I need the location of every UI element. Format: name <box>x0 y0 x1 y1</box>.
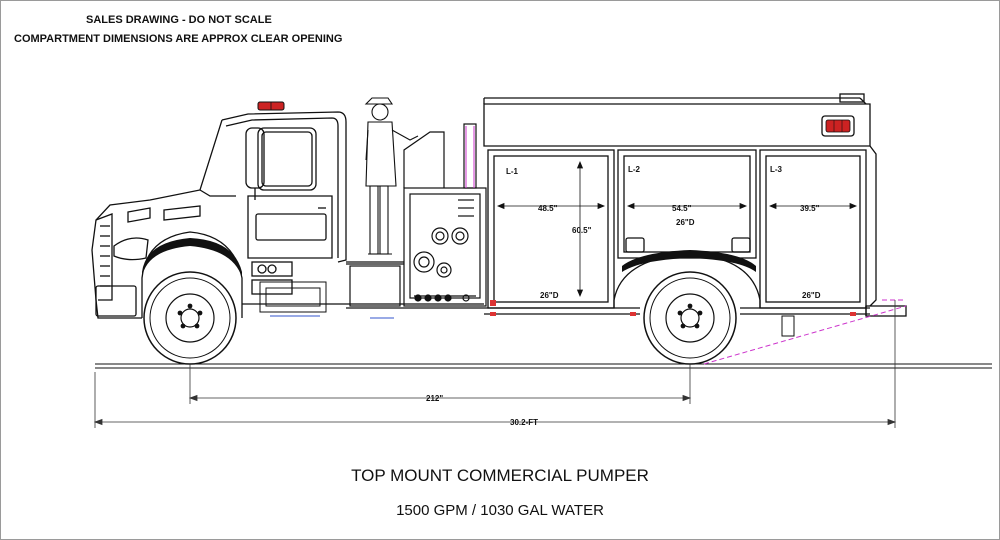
rear-fender-band <box>622 250 756 272</box>
chassis-details <box>259 281 795 337</box>
marker-lights <box>490 300 856 316</box>
drawing-subtitle: 1500 GPM / 1030 GAL WATER <box>396 502 604 519</box>
ground-line <box>95 363 992 369</box>
firefighter-figure <box>364 97 419 255</box>
compartment-l1-depth: 26"D <box>540 291 559 300</box>
pump-panel <box>242 123 487 309</box>
overall-length-value: 30.2-FT <box>510 418 538 427</box>
rear-wheel <box>643 271 737 365</box>
compartment-l2-width: 54.5" <box>672 204 692 213</box>
compartment-l1-width: 48.5" <box>538 204 558 213</box>
front-wheel <box>143 271 237 365</box>
compartment-l3-width: 39.5" <box>800 204 820 213</box>
compartment-dimensions-note: COMPARTMENT DIMENSIONS ARE APPROX CLEAR … <box>14 33 343 45</box>
compartment-l3-label: L-3 <box>770 165 783 174</box>
compartment-l3-depth: 26"D <box>802 291 821 300</box>
compartment-l2-depth: 26"D <box>676 218 695 227</box>
overall-length-dimension <box>93 300 897 428</box>
wheelbase-dimension <box>188 364 692 404</box>
rear-warning-light <box>825 119 851 133</box>
compartment-l2-label: L-2 <box>628 165 641 174</box>
wheelbase-value: 212" <box>426 394 443 403</box>
compartment-l1-label: L-1 <box>506 167 519 176</box>
compartment-l1-height: 60.5" <box>572 226 592 235</box>
sales-drawing-note: SALES DRAWING - DO NOT SCALE <box>86 14 272 26</box>
front-fender-band <box>142 238 242 278</box>
angle-of-departure-lines <box>703 299 907 365</box>
cab-light-bar <box>257 101 285 111</box>
compartment-dimension-lines <box>496 160 858 298</box>
drawing-title: TOP MOUNT COMMERCIAL PUMPER <box>351 466 649 485</box>
